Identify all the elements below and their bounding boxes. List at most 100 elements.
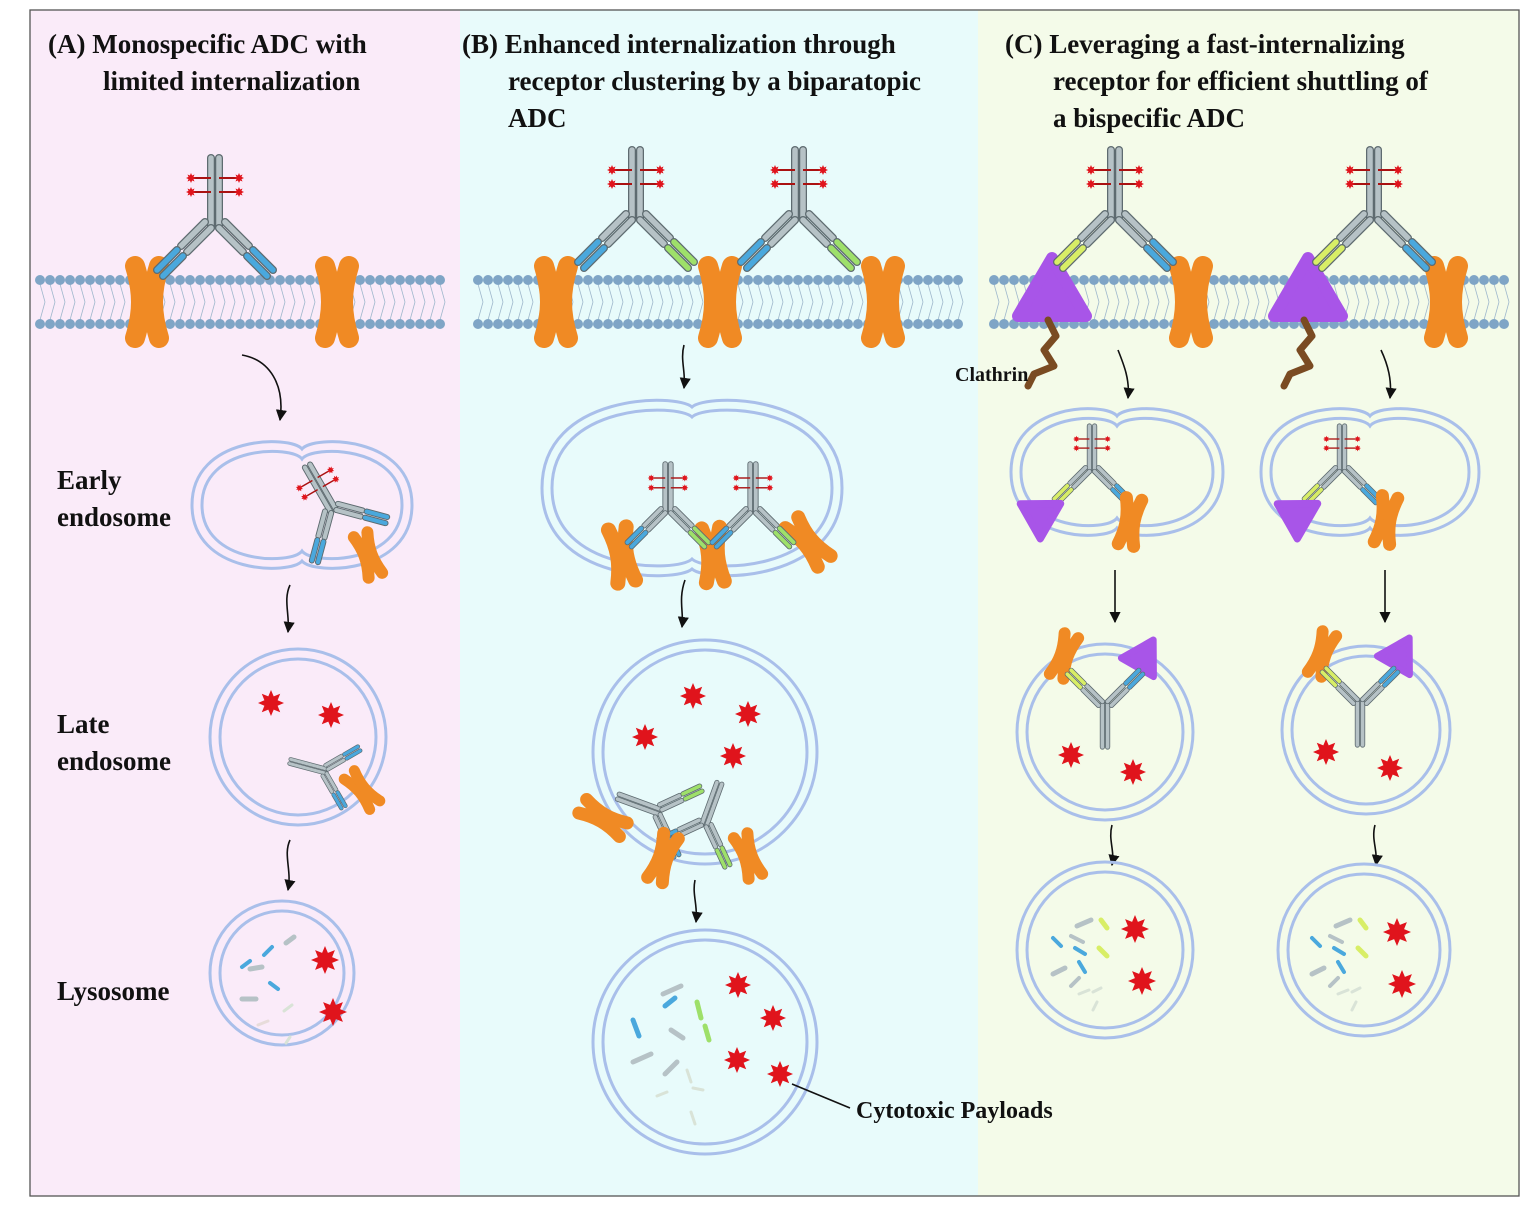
lipid-tail	[917, 301, 924, 321]
lipid-tail	[1233, 301, 1240, 321]
lipid-head	[1099, 319, 1109, 329]
lysosome-label: Lysosome	[57, 973, 170, 1010]
lipid-head	[425, 275, 435, 285]
lipid-head	[65, 275, 75, 285]
antibody-fragment	[1051, 936, 1063, 948]
lipid-tail	[847, 301, 854, 321]
lipid-tail	[577, 301, 584, 321]
fab-arm	[1105, 684, 1125, 704]
payload-star	[770, 165, 780, 175]
payload-star	[1104, 435, 1111, 443]
payload-star	[1128, 967, 1156, 995]
payload-star	[735, 701, 761, 727]
paratope	[342, 745, 360, 756]
lipid-head	[613, 275, 623, 285]
lipid-head	[385, 275, 395, 285]
lipid-tail	[1123, 301, 1130, 321]
payload-star	[720, 743, 746, 769]
lipid-tail	[1413, 301, 1420, 321]
lipid-head	[415, 319, 425, 329]
receptor-arm	[361, 526, 389, 579]
paratope	[364, 509, 390, 520]
lipid-tail	[1133, 301, 1140, 321]
lipid-head	[823, 275, 833, 285]
lipid-head	[45, 319, 55, 329]
payload-star	[318, 702, 344, 728]
lipid-tail	[1493, 283, 1500, 303]
lipid-tail	[517, 283, 524, 303]
antibody-fragment	[1336, 960, 1346, 974]
lipid-head	[953, 319, 963, 329]
receptor-arm	[580, 793, 634, 830]
payload-star	[258, 690, 284, 716]
lipid-tail	[409, 283, 416, 303]
panel-c-arrow	[1380, 349, 1397, 400]
lipid-head	[1089, 275, 1099, 285]
lipid-head	[1399, 319, 1409, 329]
linker	[300, 479, 313, 488]
lipid-tail	[1343, 283, 1350, 303]
lipid-tail	[369, 283, 376, 303]
fab-arm	[1343, 217, 1373, 247]
fab-arm	[326, 758, 346, 771]
lipid-head	[205, 275, 215, 285]
lipid-head	[1139, 275, 1149, 285]
panel-b-early-endosome	[540, 398, 844, 578]
panel-a-internal-adc	[295, 461, 391, 566]
lipid-tail	[817, 301, 824, 321]
heavy-chain	[289, 757, 330, 771]
lipid-tail	[527, 283, 534, 303]
paratope	[1127, 672, 1145, 689]
lipid-head	[523, 275, 533, 285]
lipid-head	[55, 275, 65, 285]
lipid-tail	[657, 283, 664, 303]
lipid-head	[1349, 319, 1359, 329]
lipid-tail	[1463, 283, 1470, 303]
panel-a-late-receptor	[338, 765, 386, 815]
lipid-tail	[1153, 301, 1160, 321]
lipid-head	[225, 275, 235, 285]
lipid-head	[1129, 319, 1139, 329]
antibody-fragment	[630, 1017, 642, 1039]
lipid-tail	[767, 301, 774, 321]
lipid-head	[85, 319, 95, 329]
lipid-head	[1489, 319, 1499, 329]
panel-c-late-endosome	[1280, 644, 1452, 816]
lipid-head	[473, 275, 483, 285]
antibody-fragment	[662, 995, 678, 1009]
antibody-fragment	[668, 1027, 686, 1041]
vesicle-outer	[208, 647, 388, 827]
lipid-tail	[59, 283, 66, 303]
receptor-arm	[1442, 256, 1468, 348]
stage-label-line: endosome	[57, 746, 171, 776]
lipid-head	[405, 319, 415, 329]
panel-b-fragments	[630, 983, 712, 1126]
lipid-head	[693, 319, 703, 329]
fab-arm	[334, 507, 363, 519]
fab-arm	[668, 511, 690, 532]
lipid-head	[55, 319, 65, 329]
cytotoxic-payloads-label: Cytotoxic Payloads	[856, 1098, 1053, 1124]
panel-b-degrading-adc	[656, 779, 733, 870]
heavy-chain	[617, 792, 664, 812]
lipid-tail	[1503, 301, 1510, 321]
lipid-tail	[379, 283, 386, 303]
lipid-head	[933, 275, 943, 285]
linker	[322, 479, 335, 488]
clathrin-coat	[1024, 316, 1060, 390]
antibody-fragment	[1091, 1000, 1099, 1012]
lipid-tail	[289, 283, 296, 303]
panel-b-receptor	[698, 256, 742, 348]
lipid-tail	[747, 283, 754, 303]
lipid-head	[1409, 275, 1419, 285]
receptor-arm	[1424, 256, 1450, 348]
lipid-tail	[1373, 301, 1380, 321]
vesicle-inner	[1025, 870, 1185, 1030]
lipid-tail	[359, 301, 366, 321]
panel-c-title-line: receptor for efficient shuttling of	[1053, 66, 1428, 96]
lipid-head	[1329, 275, 1339, 285]
heavy-chain	[288, 762, 329, 776]
panel-b-title-line: (B) Enhanced internalization through	[462, 29, 896, 59]
lipid-tail	[617, 283, 624, 303]
receptor-arm	[1126, 493, 1149, 553]
